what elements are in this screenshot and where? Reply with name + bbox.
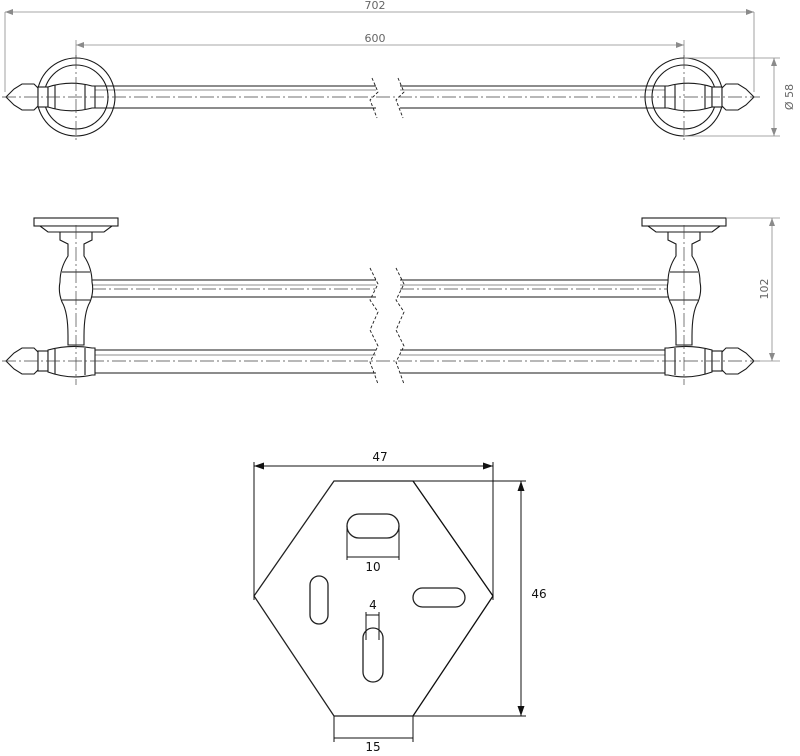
bar-spacing-label: 600 bbox=[365, 32, 386, 45]
overall-length-label: 702 bbox=[365, 0, 386, 12]
front-view: 102 bbox=[2, 217, 780, 385]
left-wall-plate bbox=[33, 217, 119, 227]
rosette-diameter-label: Ø 58 bbox=[783, 84, 796, 110]
top-slot: 10 bbox=[346, 513, 400, 574]
left-post bbox=[58, 231, 94, 346]
dimension-plate-bottom-width: 15 bbox=[333, 716, 414, 754]
top-bar bbox=[95, 77, 665, 119]
right-slot bbox=[412, 587, 466, 608]
dimension-plate-width: 47 bbox=[253, 450, 494, 600]
center-slot: 4 bbox=[362, 598, 384, 683]
dimension-bar-spacing: 600 bbox=[75, 32, 685, 92]
right-post bbox=[666, 231, 702, 346]
upper-bar bbox=[92, 279, 668, 298]
plate-height-label: 46 bbox=[531, 587, 546, 601]
dimension-plate-height: 46 bbox=[413, 480, 547, 717]
plate-width-label: 47 bbox=[372, 450, 387, 464]
front-right-finial bbox=[664, 345, 755, 378]
dimension-rosette-diameter: Ø 58 bbox=[684, 57, 796, 137]
dimension-overall-length: 702 bbox=[4, 0, 755, 92]
slot-top-width-label: 10 bbox=[365, 560, 380, 574]
lower-bar bbox=[95, 349, 665, 374]
right-wall-plate bbox=[641, 217, 727, 227]
front-left-finial bbox=[5, 345, 96, 378]
rail-distance-label: 102 bbox=[758, 279, 771, 300]
slot-center-width-label: 4 bbox=[369, 598, 377, 612]
top-view: 702 600 bbox=[2, 0, 796, 140]
mounting-plate-detail: 47 46 10 4 bbox=[253, 450, 547, 754]
left-slot bbox=[309, 575, 329, 625]
plate-bottom-width-label: 15 bbox=[365, 740, 380, 754]
dimension-rail-distance: 102 bbox=[726, 217, 780, 362]
